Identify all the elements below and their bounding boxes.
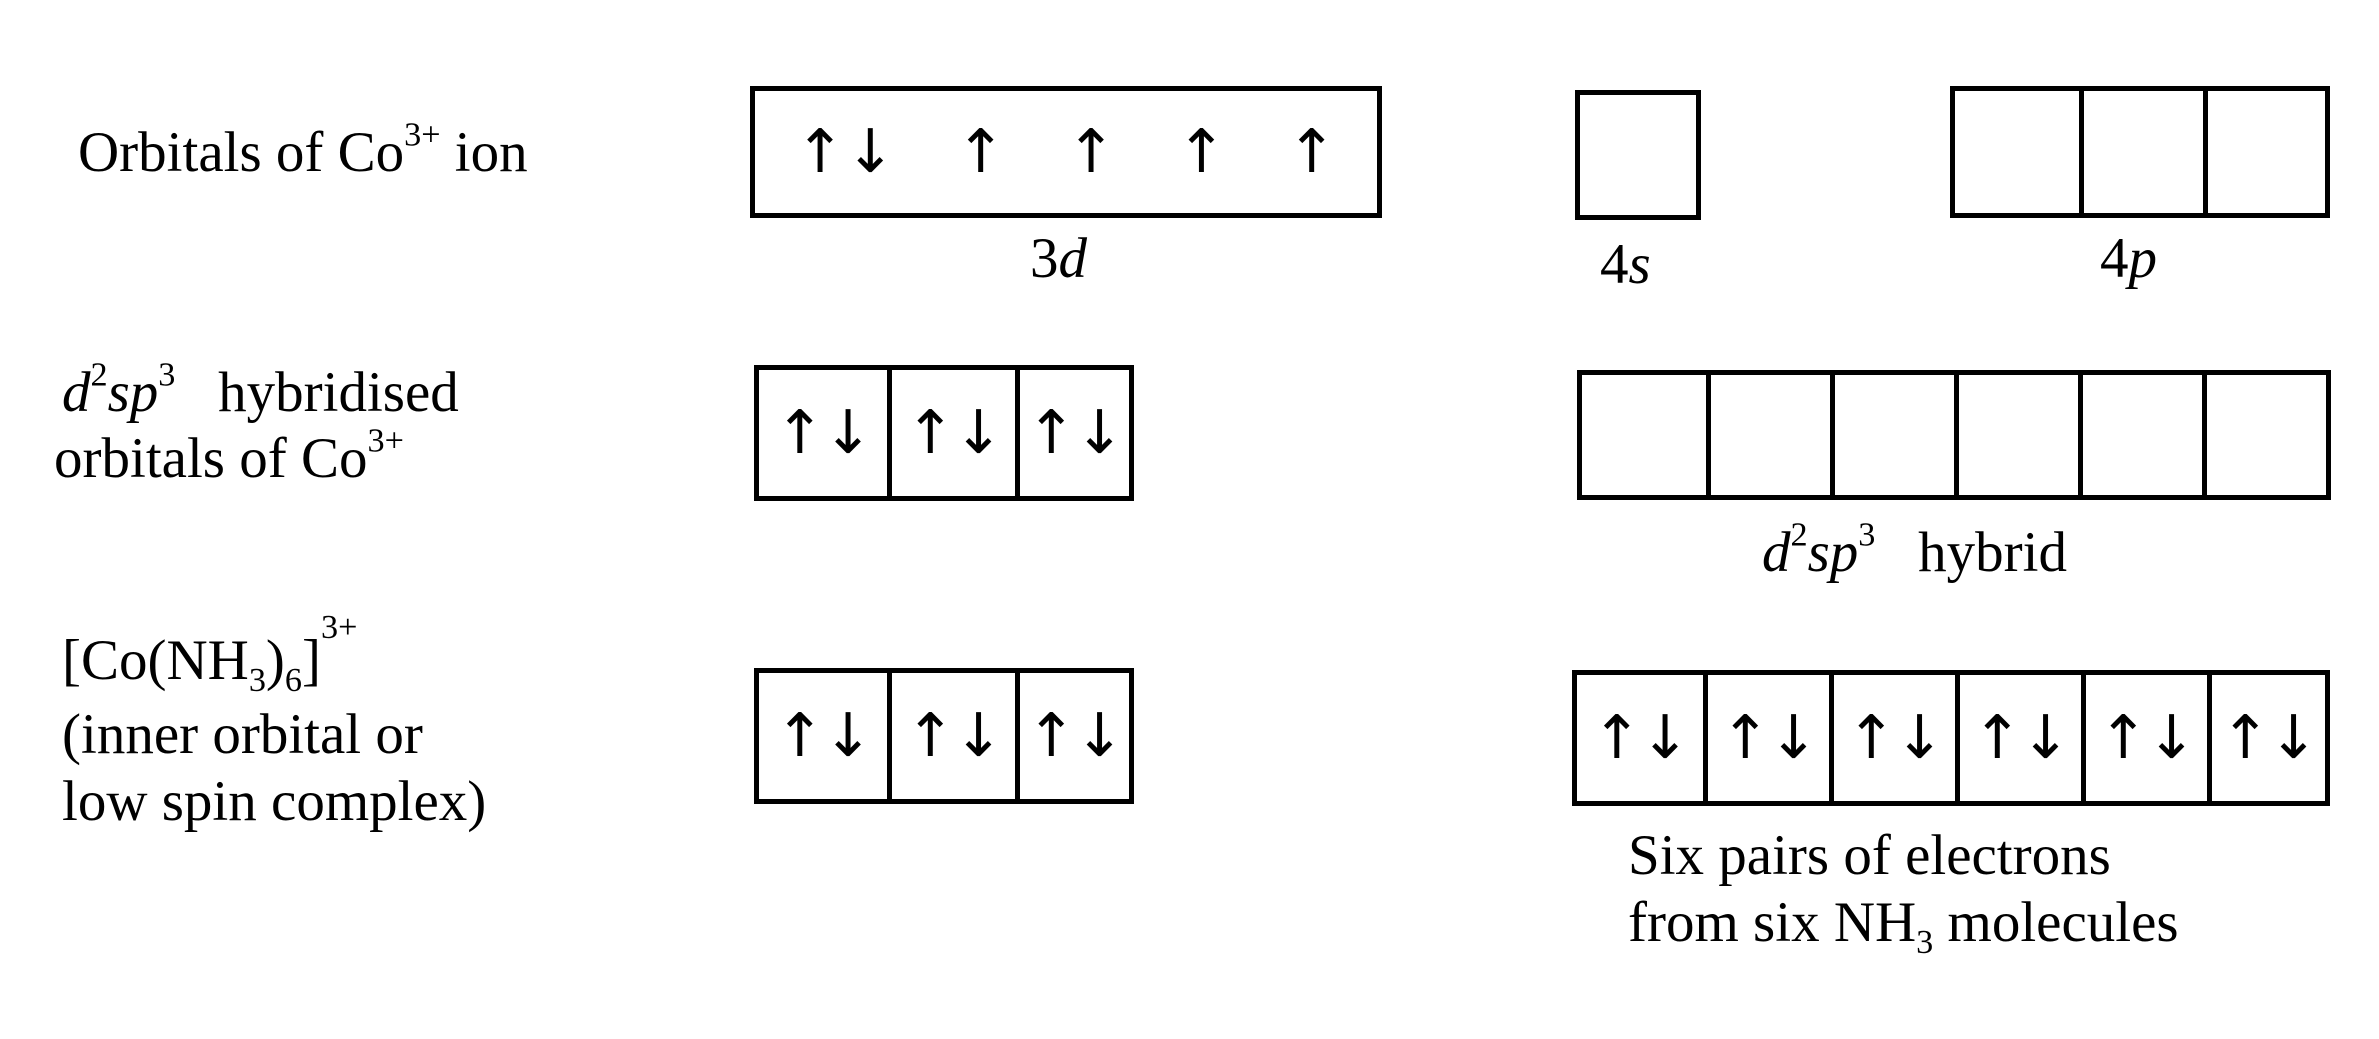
row2-hybrid-orbital-1 xyxy=(1582,375,1706,495)
row2-label-tail: hybridised xyxy=(175,361,459,424)
row3-formula-c: ] xyxy=(301,629,321,693)
row3-caption-line2-a: from six NH xyxy=(1628,891,1917,955)
row3-hybrid-orbital-5: ↑↓ xyxy=(2081,675,2207,801)
row2-label-d-sup: 2 xyxy=(90,356,108,394)
row3-label-line2: (inner orbital or xyxy=(62,702,423,766)
row3-d-orbital-2: ↑↓ xyxy=(887,673,1015,799)
row3-d-orbital-3: ↑↓ xyxy=(1015,673,1129,799)
row1-4p-orbital-2 xyxy=(2079,91,2203,213)
row1-4s-caption-sym: s xyxy=(1628,233,1651,296)
row3-label: [Co(NH3)6]3+ (inner orbital or low spin … xyxy=(62,610,487,835)
row1-4s-caption: 4s xyxy=(1600,232,1651,298)
row3-caption-line1: Six pairs of electrons xyxy=(1628,824,2111,887)
row1-label: Orbitals of Co3+ ion xyxy=(78,118,528,186)
row1-label-tail: ion xyxy=(440,121,528,184)
row1-4s-box xyxy=(1575,90,1701,220)
row2-hybrid-caption-tail: hybrid xyxy=(1875,521,2067,584)
row3-hybrid-orbital-6: ↑↓ xyxy=(2207,675,2325,801)
row1-3d-orbital-5: ↑ xyxy=(1286,117,1337,187)
row2-label-line2: orbitals of Co3+ xyxy=(54,423,459,492)
row3-hybrid-orbital-1: ↑↓ xyxy=(1591,703,1691,773)
row2-hybrid-box xyxy=(1577,370,2331,500)
row1-4p-box xyxy=(1950,86,2330,218)
row3-hybrid-orbital-4: ↑↓ xyxy=(1955,675,2081,801)
row1-4p-caption-num: 4 xyxy=(2100,227,2129,290)
row2-label-line2-text: orbitals of Co xyxy=(54,426,368,490)
row3-caption-line2-b: molecules xyxy=(1933,891,2179,955)
row3-label-line3: low spin complex) xyxy=(62,770,487,834)
row1-4p-caption: 4p xyxy=(2100,226,2157,292)
row3-hybrid-orbital-2: ↑↓ xyxy=(1703,675,1829,801)
row1-3d-caption: 3d xyxy=(1030,226,1087,292)
row1-label-charge: 3+ xyxy=(404,116,441,154)
row2-label-d: d xyxy=(62,361,91,424)
row1-3d-orbital-1: ↑↓ xyxy=(795,117,896,187)
row1-3d-box: ↑↓ ↑ ↑ ↑ ↑ xyxy=(750,86,1382,218)
row1-3d-orbital-4: ↑ xyxy=(1176,117,1227,187)
row2-hybrid-orbital-3 xyxy=(1830,375,1954,495)
row1-label-main: Orbitals of Co xyxy=(78,121,405,184)
row2-hybrid-caption: d2sp3 hybrid xyxy=(1762,518,2067,586)
row3-formula-charge: 3+ xyxy=(320,609,358,646)
row3-d-orbital-1: ↑↓ xyxy=(774,701,874,771)
row3-d-box: ↑↓ ↑↓ ↑↓ xyxy=(754,668,1134,804)
row1-4p-orbital-1 xyxy=(1955,91,2079,213)
row2-hybrid-caption-sp: sp xyxy=(1807,521,1859,584)
row2-d-orbital-3: ↑↓ xyxy=(1015,370,1129,496)
row1-3d-orbital-3: ↑ xyxy=(1065,117,1117,187)
row2-hybrid-orbital-5 xyxy=(2078,375,2202,495)
row3-formula-sub3: 3 xyxy=(248,662,266,699)
row1-4s-orbital xyxy=(1580,95,1696,215)
row3-caption-line2: from six NH3 molecules xyxy=(1628,889,2179,960)
row1-3d-caption-num: 3 xyxy=(1030,227,1059,290)
row1-4p-caption-sym: p xyxy=(2128,227,2158,290)
row3-label-formula: [Co(NH3)6]3+ xyxy=(62,610,486,697)
row2-hybrid-caption-sp-sup: 3 xyxy=(1858,516,1876,554)
row2-label-sp: sp xyxy=(107,361,159,424)
row2-label-line2-charge: 3+ xyxy=(367,421,404,459)
row1-3d-caption-sym: d xyxy=(1058,227,1088,290)
row3-caption: Six pairs of electrons from six NH3 mole… xyxy=(1628,822,2179,960)
row2-hybrid-orbital-4 xyxy=(1954,375,2078,495)
row2-label-line1: d2sp3 hybridised xyxy=(62,358,459,426)
row2-d-box: ↑↓ ↑↓ ↑↓ xyxy=(754,365,1134,501)
row2-label: d2sp3 hybridised orbitals of Co3+ xyxy=(54,358,459,491)
row1-4s-caption-num: 4 xyxy=(1600,233,1629,296)
row3-formula-sub6: 6 xyxy=(284,662,302,699)
row2-hybrid-orbital-6 xyxy=(2202,375,2326,495)
row2-d-orbital-2: ↑↓ xyxy=(887,370,1015,496)
row2-hybrid-orbital-2 xyxy=(1706,375,1830,495)
row3-formula-b: ) xyxy=(265,629,285,693)
row3-caption-line2-sub: 3 xyxy=(1916,924,1934,962)
row1-3d-orbital-2: ↑ xyxy=(955,117,1006,187)
row2-label-sp-sup: 3 xyxy=(158,356,176,394)
row2-hybrid-caption-d-sup: 2 xyxy=(1790,516,1808,554)
row3-hybrid-box: ↑↓ ↑↓ ↑↓ ↑↓ ↑↓ ↑↓ xyxy=(1572,670,2330,806)
row2-hybrid-caption-d: d xyxy=(1762,521,1791,584)
row2-d-orbital-1: ↑↓ xyxy=(774,398,874,468)
row3-formula-a: [Co(NH xyxy=(62,629,249,693)
row3-hybrid-orbital-3: ↑↓ xyxy=(1829,675,1955,801)
row1-4p-orbital-3 xyxy=(2203,91,2325,213)
